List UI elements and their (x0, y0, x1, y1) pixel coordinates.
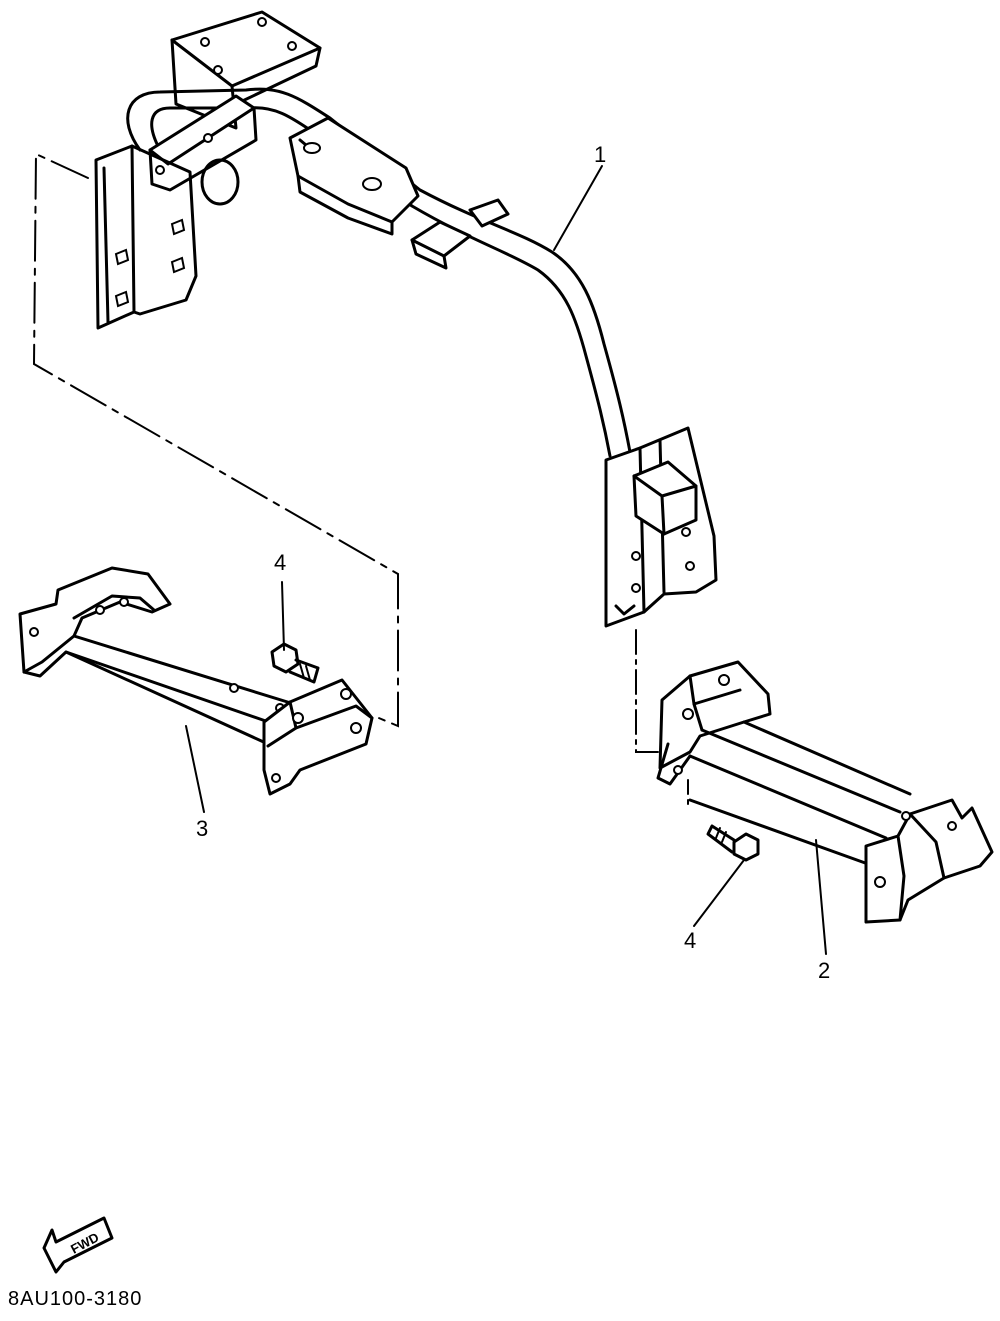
figure-code: 8AU100-3180 (8, 1288, 143, 1310)
part-3-left-base-bracket (18, 566, 374, 796)
callout-4-right: 4 (684, 928, 696, 953)
part-4-bolt-left (270, 642, 320, 684)
part-4-bolt-right (706, 824, 760, 862)
part-2-right-base-bracket (656, 660, 994, 924)
leader-lines (185, 165, 827, 955)
alignment-lines (32, 152, 689, 805)
callout-1: 1 (594, 142, 606, 167)
callout-3: 3 (196, 816, 208, 841)
fwd-arrow-icon: FWD (42, 1216, 114, 1274)
part-1-guard-bar (94, 10, 718, 628)
callout-4-left: 4 (274, 550, 286, 575)
callout-2: 2 (818, 958, 830, 983)
